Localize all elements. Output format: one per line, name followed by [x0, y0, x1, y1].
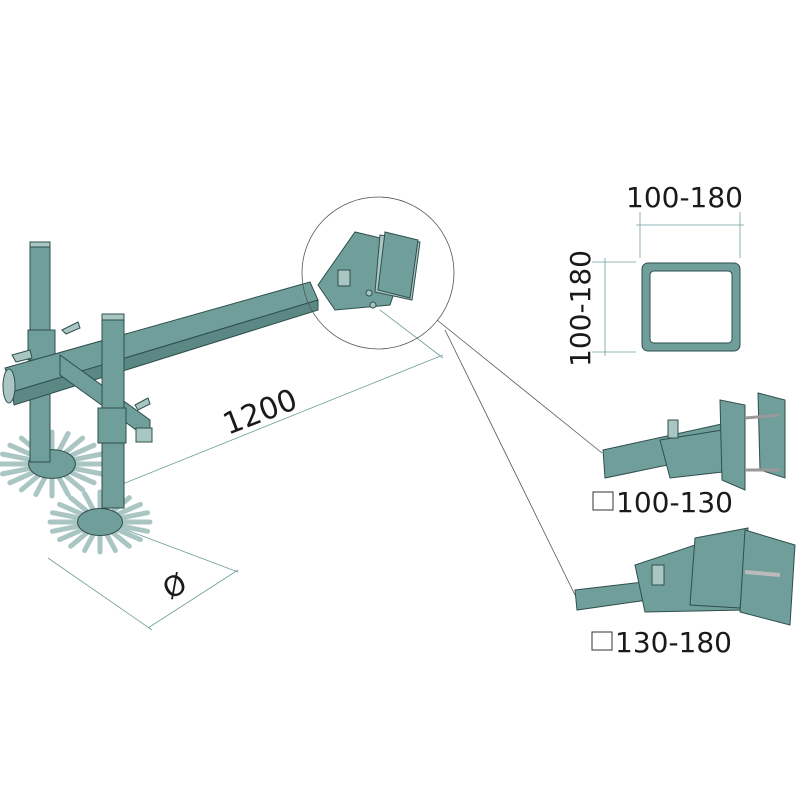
- square-section-icon: [591, 631, 613, 651]
- wheel-tine: [0, 451, 35, 463]
- star-wheel-right: [47, 489, 153, 555]
- star-wheel-left: [0, 429, 107, 499]
- wheel-tine: [0, 465, 35, 477]
- wheel-tine: [7, 469, 38, 486]
- wheel-diameter-label: Ø: [157, 566, 193, 606]
- wheel-tine: [61, 435, 86, 457]
- variant-small-bracket: [602, 392, 786, 491]
- wheel-tine: [116, 523, 151, 534]
- detail-circle: [301, 196, 455, 350]
- wheel-tine: [68, 529, 91, 549]
- tube-height-label: 100-180: [564, 250, 597, 367]
- wheel-tine: [55, 473, 71, 497]
- variant-label-2: 130-180: [615, 626, 732, 659]
- hitch-bracket: [317, 231, 421, 311]
- wheel-tine: [57, 501, 87, 518]
- wheel-tine: [103, 530, 118, 554]
- wheel-tine: [33, 473, 49, 497]
- wheel-tine: [18, 471, 43, 493]
- wheel-hub: [77, 508, 123, 536]
- variant-label-1: 100-130: [616, 486, 733, 519]
- wheel-tine: [109, 529, 132, 549]
- beam-length-label: 1200: [218, 382, 302, 442]
- wheel-tine: [57, 526, 87, 543]
- wheel-tine: [55, 431, 71, 455]
- square-section-icon: [592, 491, 614, 511]
- wheel-tine: [113, 501, 143, 518]
- wheel-tine: [68, 495, 91, 515]
- wheel-tine: [69, 465, 104, 477]
- wheel-tine: [49, 510, 84, 521]
- tube-cross-section: [592, 212, 744, 356]
- tube-width-label: 100-180: [626, 181, 743, 214]
- wheel-tine: [116, 510, 151, 521]
- wheel-tine: [69, 451, 104, 463]
- wheel-tine: [66, 469, 97, 486]
- wheel-tine: [61, 471, 86, 493]
- wheel-tine: [49, 523, 84, 534]
- diameter-dimension-lines: [47, 519, 239, 631]
- wheel-tine: [66, 442, 97, 459]
- variant-large-bracket: [574, 527, 796, 626]
- wheel-tine: [82, 490, 97, 514]
- right-post: [97, 313, 127, 509]
- wheel-tine: [113, 526, 143, 543]
- wheel-tine: [82, 530, 97, 554]
- length-dimension-lines: [114, 309, 444, 488]
